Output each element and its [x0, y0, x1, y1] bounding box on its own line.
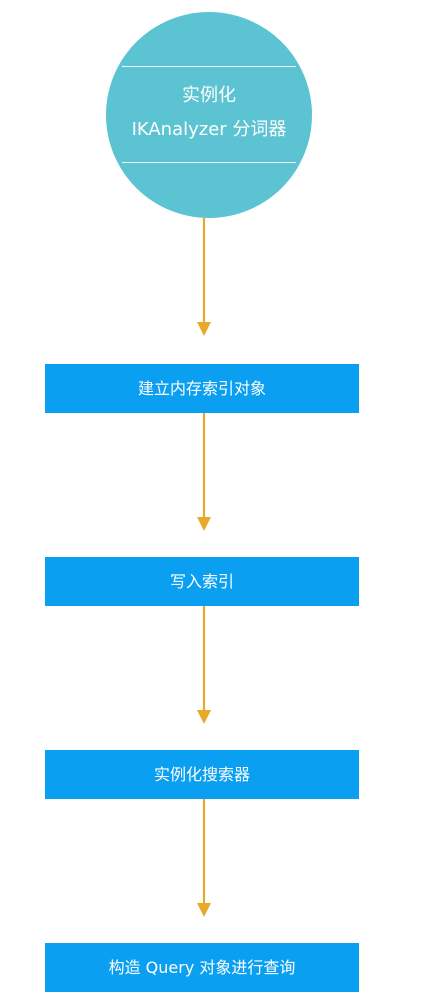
arrow-connector-2 [196, 413, 212, 531]
step-box-create-searcher: 实例化搜索器 [45, 750, 359, 799]
circle-divider-bottom [122, 162, 296, 163]
arrow-down-icon [197, 413, 211, 531]
circle-divider-top [122, 66, 296, 67]
step-box-build-query: 构造 Query 对象进行查询 [45, 943, 359, 992]
step-box-create-index: 建立内存索引对象 [45, 364, 359, 413]
arrow-connector-3 [196, 606, 212, 724]
arrow-connector-1 [196, 218, 212, 336]
arrow-down-icon [197, 606, 211, 724]
start-node-line2: IKAnalyzer 分词器 [131, 119, 287, 140]
start-node-circle: 实例化 IKAnalyzer 分词器 [106, 12, 312, 218]
step-box-write-index: 写入索引 [45, 557, 359, 606]
arrow-down-icon [197, 799, 211, 917]
arrow-connector-4 [196, 799, 212, 917]
start-node-line1: 实例化 [182, 85, 236, 106]
arrow-down-icon [197, 218, 211, 336]
